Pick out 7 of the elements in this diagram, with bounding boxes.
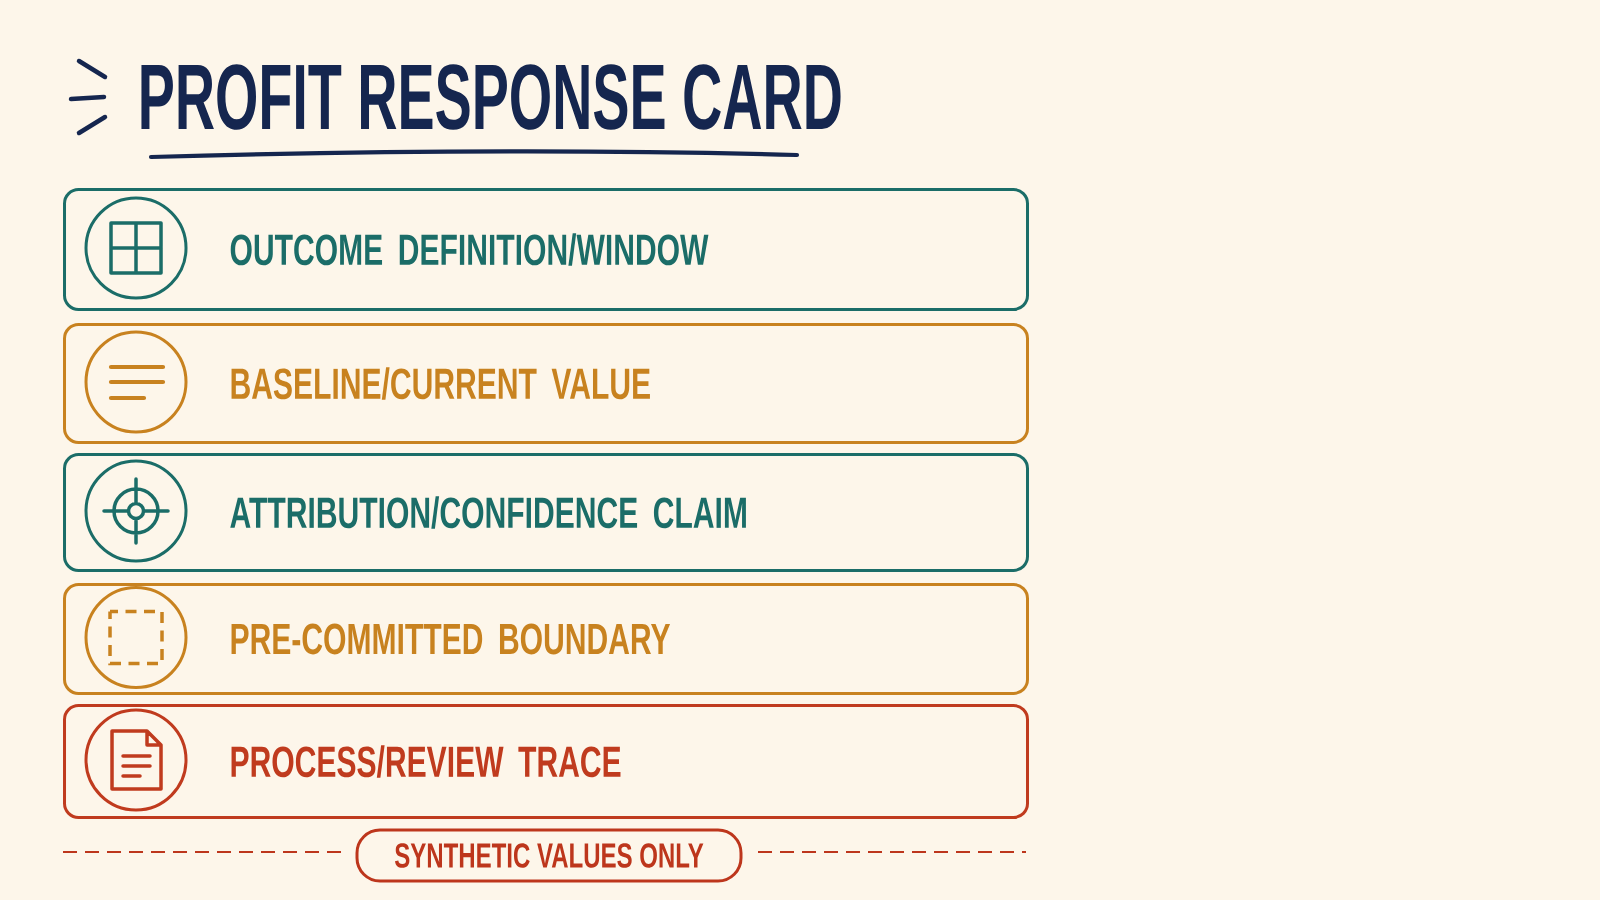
list-card: BASELINE/CURRENT VALUE <box>63 323 1029 444</box>
list-card: PROCESS/REVIEW TRACE <box>63 704 1029 819</box>
note-badge: SYNTHETIC VALUES ONLY <box>355 828 743 883</box>
list-card: PRE-COMMITTED BOUNDARY <box>63 583 1029 695</box>
list-card: OUTCOME DEFINITION/WINDOW <box>63 188 1029 311</box>
list-card: ATTRIBUTION/CONFIDENCE CLAIM <box>63 453 1029 572</box>
title: PROFIT RESPONSE CARD <box>141 64 841 130</box>
